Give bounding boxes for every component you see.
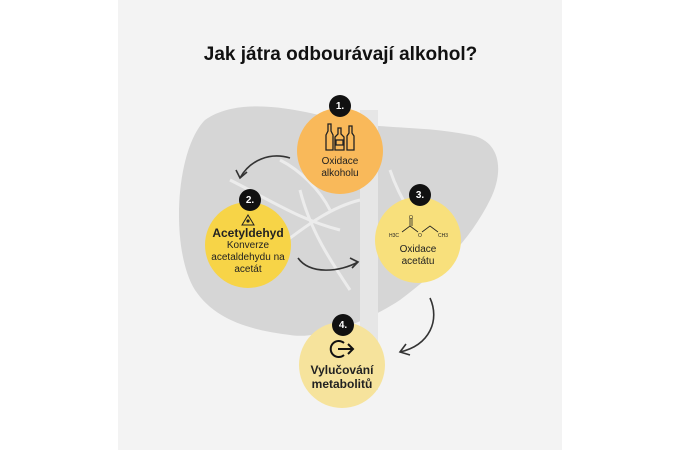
formula-o: O [409, 215, 413, 221]
step-1-circle: Oxidace alkoholu [297, 108, 383, 194]
step-4-circle: Vylučování metabolitů [299, 322, 385, 408]
bottles-icon [325, 123, 355, 151]
step-2-label: Konverze acetaldehydu na acetát [211, 240, 285, 275]
exit-arrow-icon [329, 340, 355, 358]
arrows [235, 155, 435, 356]
step-3-badge: 3. [409, 184, 431, 206]
step-2-badge: 2. [239, 189, 261, 211]
formula-ch3: CH3 [438, 233, 449, 239]
step-3-circle: H3C O O CH3 Oxidace acetátu [375, 197, 461, 283]
arrow-2-to-3 [297, 257, 359, 271]
formula-h3c: H3C [389, 233, 400, 239]
warning-skull-icon [241, 214, 255, 226]
step-4-label: Vylučování metabolitů [310, 363, 374, 391]
ethyl-acetate-formula-icon: H3C O O CH3 [388, 212, 448, 239]
formula-o-mid: O [418, 233, 422, 239]
arrow-3-to-4 [399, 297, 435, 353]
step-2-circle: Acetyldehyd Konverze acetaldehydu na ace… [205, 202, 291, 288]
step-1-label: Oxidace alkoholu [321, 156, 359, 179]
page-title: Jak játra odbourávají alkohol? [203, 44, 478, 65]
step-2-heading: Acetyldehyd [212, 226, 284, 240]
step-1-badge: 1. [329, 95, 351, 117]
arrow-1-to-2 [239, 155, 291, 179]
step-4-badge: 4. [332, 314, 354, 336]
step-3-label: Oxidace acetátu [399, 244, 437, 267]
